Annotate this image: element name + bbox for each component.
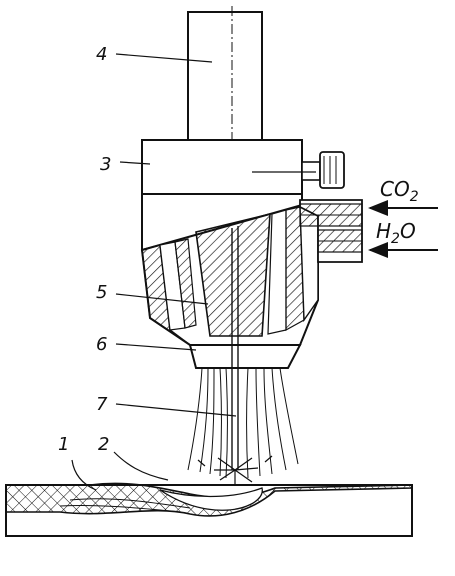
callout-2: 2 [98,434,109,455]
callout-4: 4 [96,44,107,65]
callout-1: 1 [58,434,69,455]
melt-pool [159,487,263,511]
leader-lines [71,53,316,491]
h2o-label: H2O [376,219,416,247]
workpiece [5,482,413,537]
nozzle-cone [195,212,271,337]
nozzle-outer-wall [141,243,191,346]
gas-flow-streams [187,367,299,479]
nozzle-tip [188,344,302,369]
arc-sparks [197,455,273,486]
callout-6: 6 [96,334,107,355]
electrode-holder-shaft [187,6,263,141]
inlet-pipes [299,199,363,263]
co2-label: CO2 [380,177,419,205]
torch-body [140,193,319,470]
clamp-screw [319,151,345,189]
callout-5: 5 [96,282,107,303]
holder-block [141,139,345,195]
callout-7: 7 [96,394,108,415]
callout-3: 3 [100,154,111,175]
